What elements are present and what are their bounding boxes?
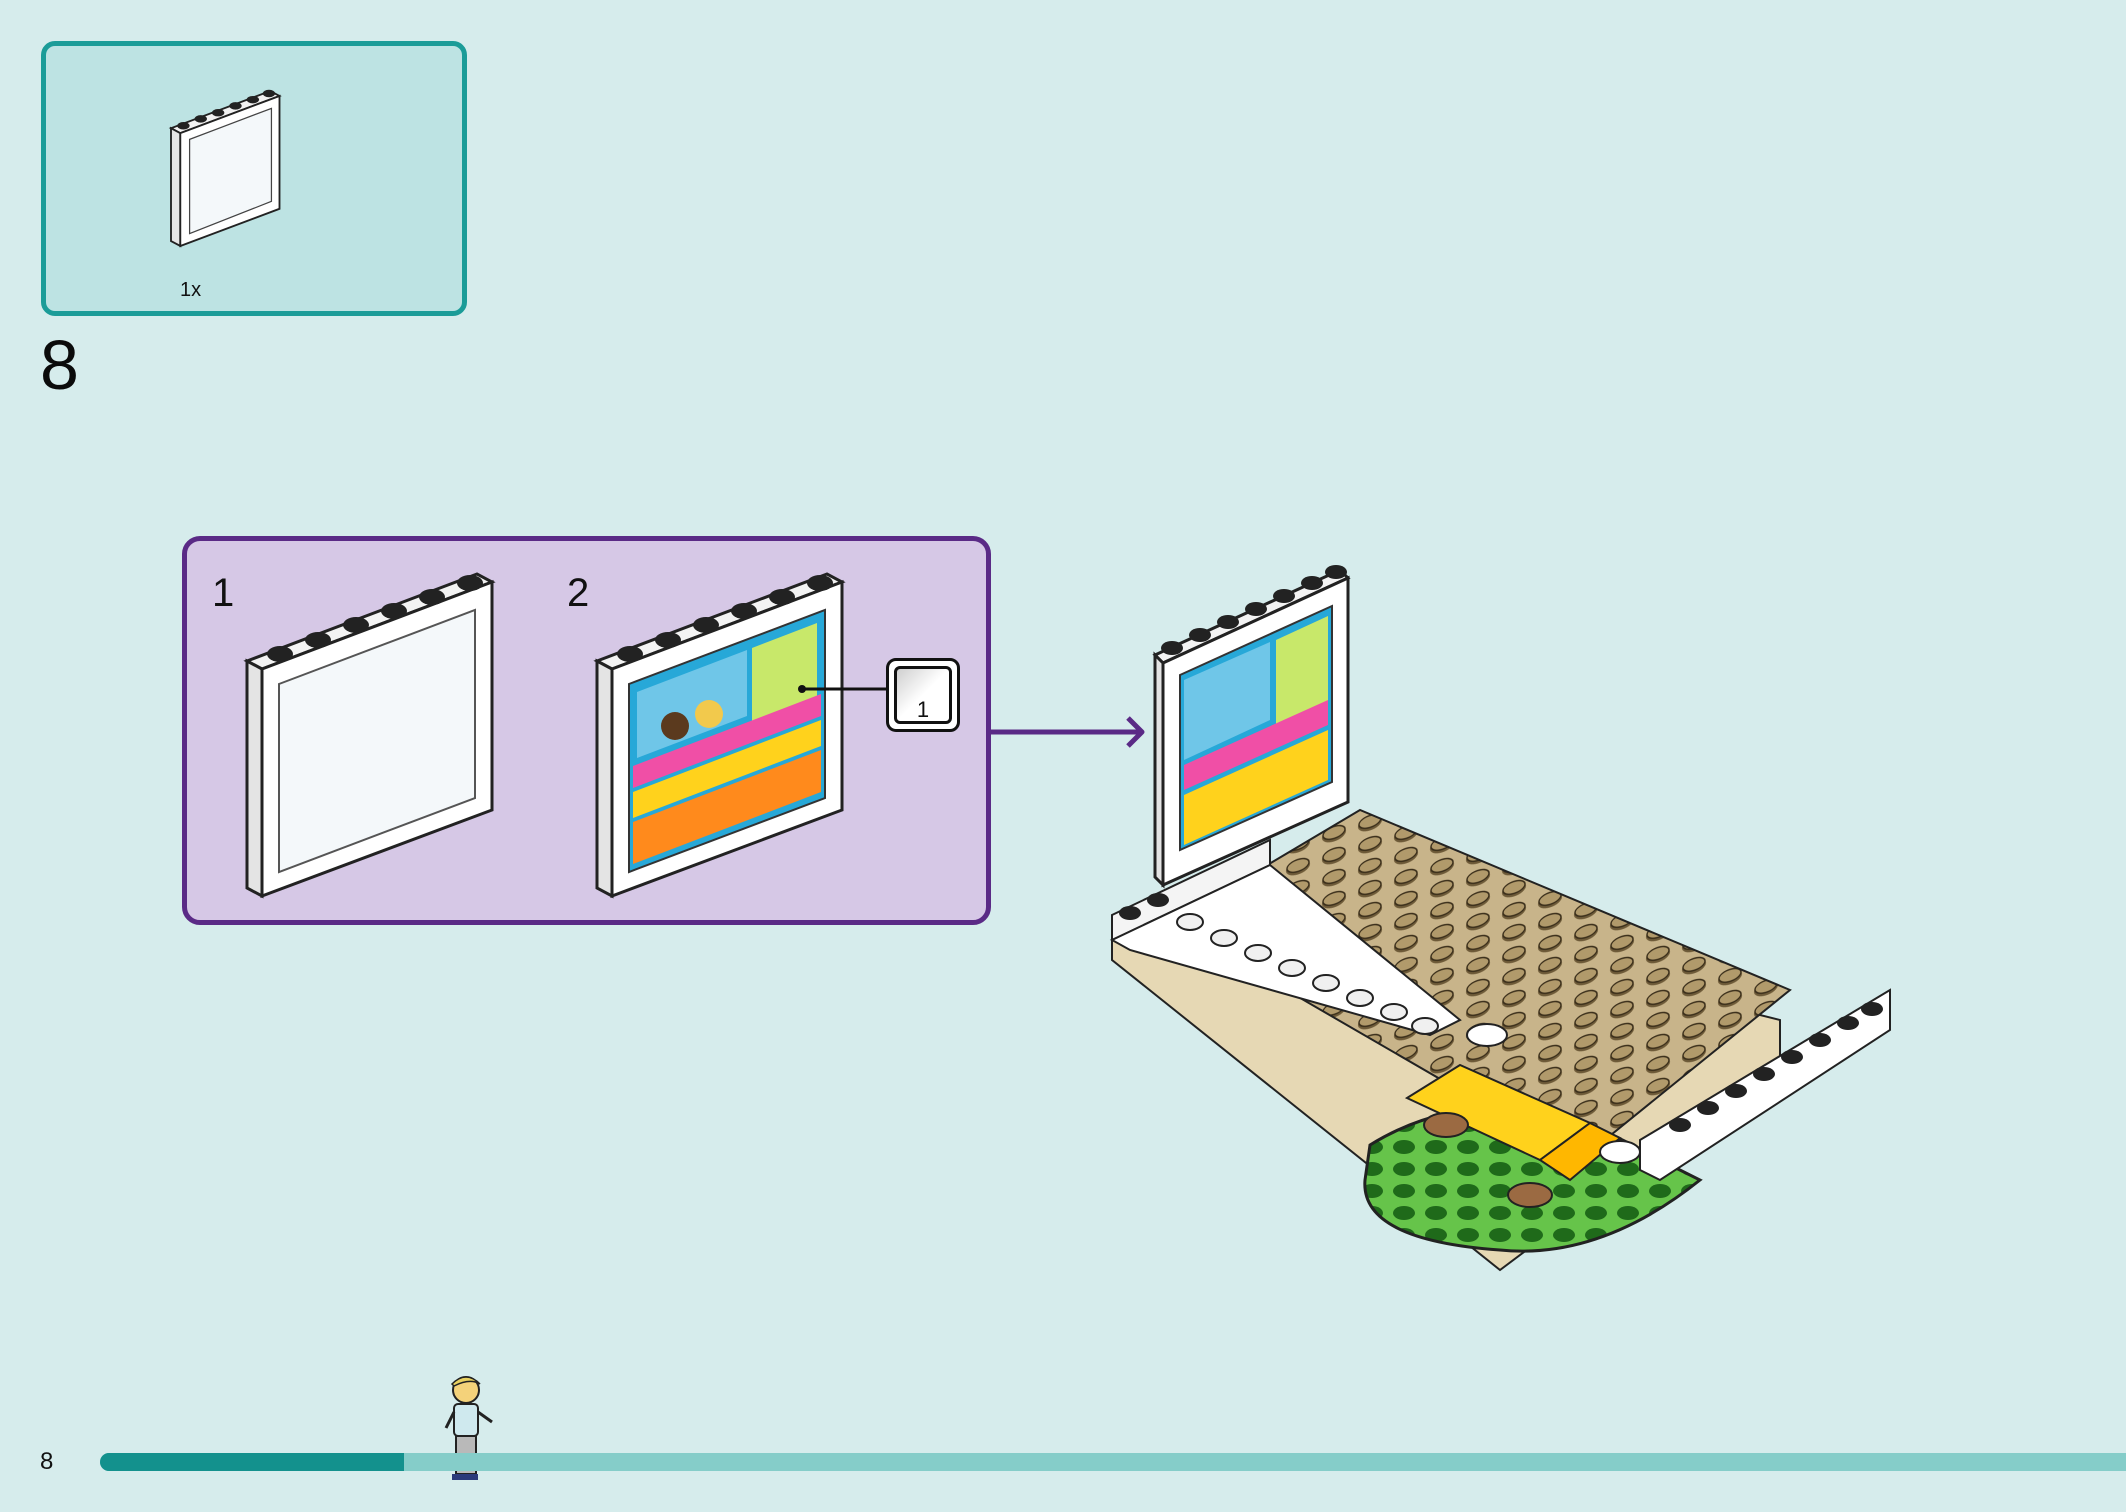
substep-box: 1 2 [182, 536, 991, 925]
parts-list-box: 1x [41, 41, 467, 316]
sticker-callout: 1 [886, 658, 960, 732]
part-quantity: 1x [180, 279, 202, 301]
substep-1-number: 1 [212, 571, 235, 615]
substep-2-number: 2 [567, 571, 590, 615]
progress-bar-fill [100, 1453, 404, 1471]
minifigure-progress-icon [444, 1376, 493, 1480]
step-number: 8 [40, 326, 79, 404]
sticker-sheet-icon [894, 666, 952, 724]
plain-frame-illustration [243, 572, 496, 899]
stickered-frame-illustration [593, 572, 892, 899]
white-frame-part-icon [168, 89, 282, 248]
page-number: 8 [40, 1448, 54, 1475]
sticker-number: 1 [916, 697, 930, 722]
assembled-model-illustration [1109, 565, 1891, 1272]
arrow-right-icon [990, 716, 1145, 748]
progress-bar [100, 1453, 2126, 1471]
